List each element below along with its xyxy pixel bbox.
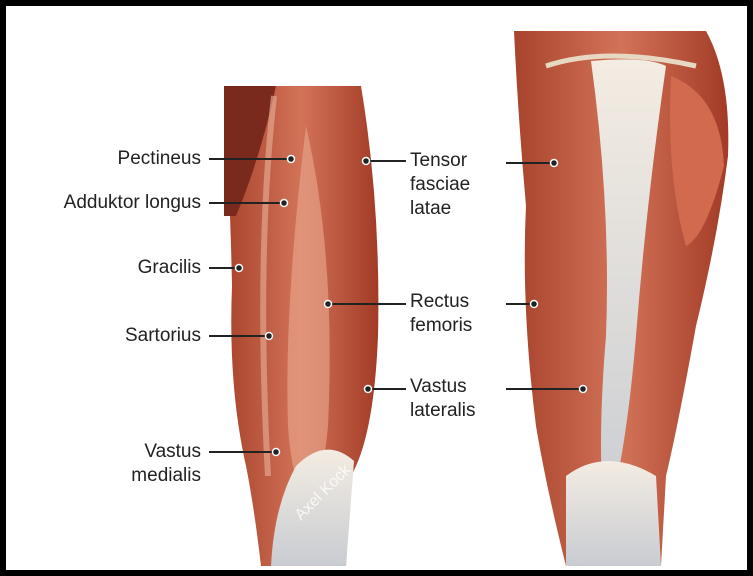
label-sartorius: Sartorius bbox=[124, 325, 201, 346]
label-adduktor-longus: Adduktor longus bbox=[63, 192, 201, 213]
thigh-muscles-illustration: Axel Kock bbox=[209, 31, 729, 566]
label-line: fasciae bbox=[410, 174, 471, 195]
label-line: latae bbox=[410, 198, 452, 219]
label-tensor-fasciae-latae: Tensor fasciae latae bbox=[410, 149, 470, 221]
label-gracilis: Gracilis bbox=[137, 257, 201, 278]
right-leg-side-view bbox=[514, 31, 729, 566]
label-pectineus: Pectineus bbox=[117, 148, 201, 169]
label-line: lateralis bbox=[410, 400, 476, 421]
label-line: Vastus bbox=[144, 441, 201, 462]
left-leg-front-view bbox=[224, 86, 379, 566]
label-vastus-medialis: Vastus medialis bbox=[131, 440, 201, 488]
label-line: Vastus bbox=[410, 376, 467, 397]
label-rectus-femoris: Rectus femoris bbox=[410, 290, 472, 338]
label-vastus-lateralis: Vastus lateralis bbox=[410, 375, 475, 423]
label-line: Rectus bbox=[410, 291, 470, 312]
label-line: femoris bbox=[410, 315, 473, 336]
leader-lines bbox=[209, 158, 583, 453]
label-line: medialis bbox=[131, 465, 201, 486]
label-line: Tensor bbox=[410, 150, 468, 171]
leader-dots bbox=[234, 154, 588, 457]
